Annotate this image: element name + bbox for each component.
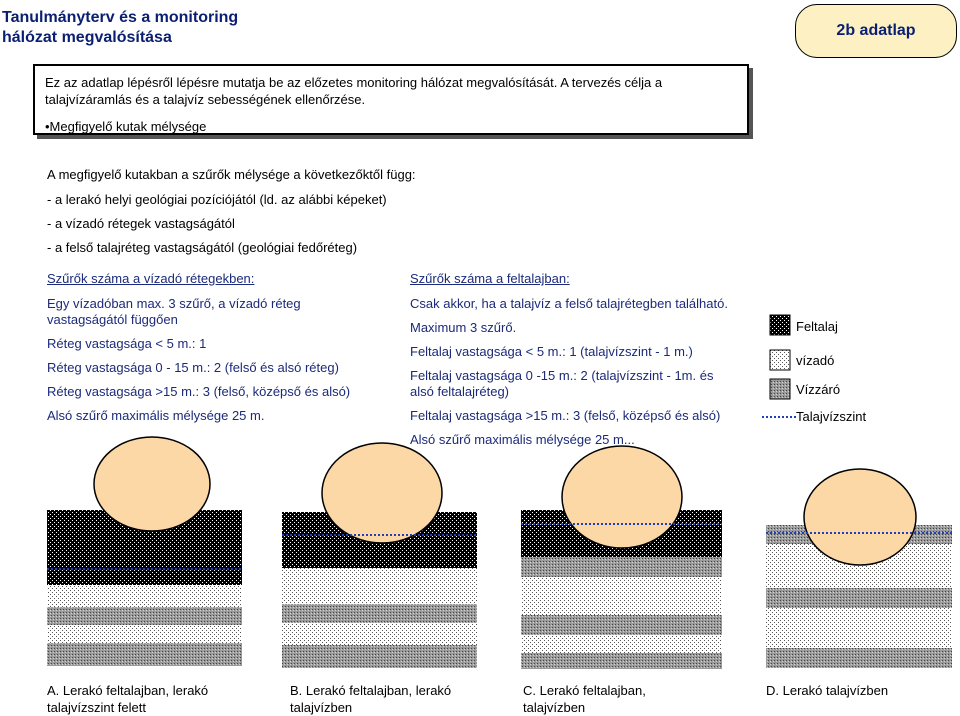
right-line-3: Feltalaj vastagsága < 5 m.: 1 (talajvízs… bbox=[410, 344, 693, 359]
caption-b-line1: B. Lerakó feltalajban, lerakó bbox=[290, 683, 452, 698]
left-line-2: Réteg vastagsága < 5 m.: 1 bbox=[47, 336, 207, 351]
left-column: Szűrők száma a vízadó rétegekben: Egy ví… bbox=[47, 271, 350, 424]
landfill-b bbox=[321, 442, 443, 544]
body-line-2: - a lerakó helyi geológiai pozíciójától … bbox=[47, 192, 387, 207]
left-line-4: Réteg vastagsága >15 m.: 3 (felső, közép… bbox=[47, 384, 351, 399]
legend-swatch-vizzaro bbox=[769, 378, 791, 400]
right-column: Szűrők száma a feltalajban: Csak akkor, … bbox=[410, 271, 728, 448]
caption-a-line2: talajvízszint felett bbox=[47, 700, 146, 715]
caption-c-line2: talajvízben bbox=[523, 700, 586, 715]
left-line-1a: Egy vízadóban max. 3 szűrő, a vízadó rét… bbox=[47, 296, 301, 311]
legend-label-vizzaro: Vízzáró bbox=[796, 382, 841, 397]
legend-swatch-vizado bbox=[769, 349, 791, 371]
legend-label-talajvizszint: Talajvízszint bbox=[796, 409, 867, 424]
left-line-5: Alsó szűrő maximális mélysége 25 m. bbox=[47, 408, 265, 423]
right-line-4b: alsó feltalajréteg) bbox=[410, 384, 509, 399]
caption-c-line1: C. Lerakó feltalajban, bbox=[523, 683, 646, 698]
section-b bbox=[282, 442, 477, 668]
caption-c: C. Lerakó feltalajban, talajvízben bbox=[523, 682, 646, 716]
left-heading: Szűrők száma a vízadó rétegekben: bbox=[47, 271, 255, 286]
caption-a: A. Lerakó feltalajban, lerakó talajvízsz… bbox=[47, 682, 208, 716]
caption-a-line1: A. Lerakó feltalajban, lerakó bbox=[47, 683, 209, 698]
caption-d-line1: D. Lerakó talajvízben bbox=[766, 683, 889, 698]
caption-b-line2: talajvízben bbox=[290, 700, 353, 715]
body-line-1: A megfigyelő kutakban a szűrők mélysége … bbox=[47, 167, 416, 182]
landfill-c bbox=[561, 445, 683, 549]
legend-label-vizado: vízadó bbox=[796, 353, 835, 368]
legend-label-feltalaj: Feltalaj bbox=[796, 319, 838, 334]
section-d bbox=[766, 468, 952, 668]
caption-d: D. Lerakó talajvízben bbox=[766, 682, 888, 699]
right-line-6: Alsó szűrő maximális mélysége 25 m... bbox=[410, 432, 635, 447]
left-line-1b: vastagságától függően bbox=[47, 312, 178, 327]
page-title-line1: Tanulmányterv és a monitoring bbox=[2, 9, 239, 26]
section-a bbox=[47, 436, 242, 666]
legend-swatch-feltalaj bbox=[769, 314, 791, 336]
body-line-3: - a vízadó rétegek vastagságától bbox=[47, 216, 235, 231]
caption-b: B. Lerakó feltalajban, lerakó talajvízbe… bbox=[290, 682, 451, 716]
left-line-3: Réteg vastagsága 0 - 15 m.: 2 (felső és … bbox=[47, 360, 339, 375]
intro-bullet: •Megfigyelő kutak mélysége bbox=[45, 119, 207, 134]
right-line-4a: Feltalaj vastagsága 0 -15 m.: 2 (talajví… bbox=[410, 368, 714, 383]
right-line-5: Feltalaj vastagsága >15 m.: 3 (felső, kö… bbox=[410, 408, 721, 423]
right-line-1: Csak akkor, ha a talajvíz a felső talajr… bbox=[410, 296, 728, 311]
page-title: Tanulmányterv és a monitoring hálózat me… bbox=[2, 8, 302, 48]
body-line-4: - a felső talajréteg vastagságától (geol… bbox=[47, 240, 358, 255]
landfill-d bbox=[803, 468, 917, 566]
section-c bbox=[521, 445, 722, 669]
page-title-line2: hálózat megvalósítása bbox=[2, 29, 172, 46]
landfill-a bbox=[93, 436, 211, 532]
intro-box: Ez az adatlap lépésről lépésre mutatja b… bbox=[33, 64, 749, 135]
right-heading: Szűrők száma a feltalajban: bbox=[410, 271, 570, 286]
sheet-badge: 2b adatlap bbox=[795, 4, 957, 58]
right-line-2: Maximum 3 szűrő. bbox=[410, 320, 517, 335]
intro-text: Ez az adatlap lépésről lépésre mutatja b… bbox=[45, 75, 663, 107]
